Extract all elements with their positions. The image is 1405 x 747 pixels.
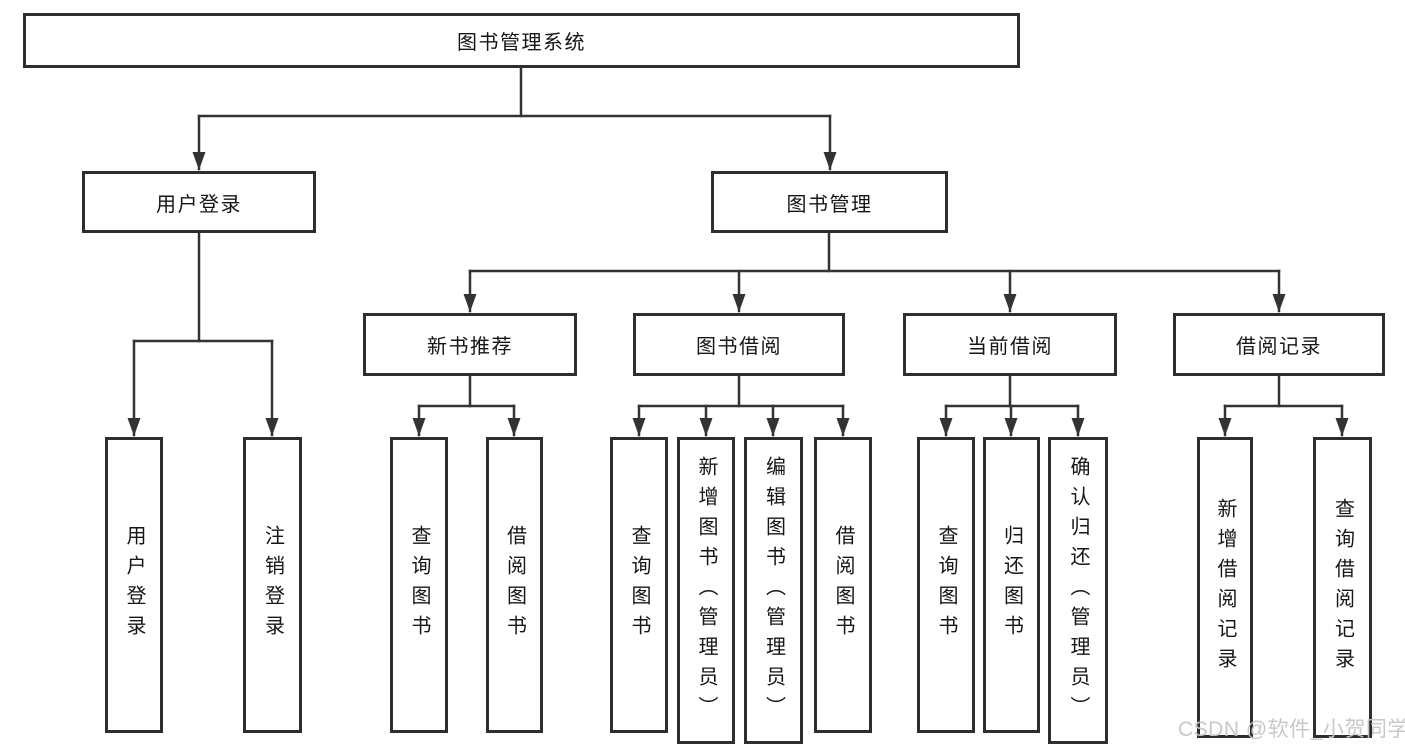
node-book-management: 图书管理 <box>711 171 948 233</box>
node-root-label: 图书管理系统 <box>457 32 586 54</box>
leaf-confirm-return-admin-label: 确认归还（管理员） <box>1067 455 1089 726</box>
leaf-borrow-books: 借阅图书 <box>814 437 872 733</box>
leaf-return-books-label: 归还图书 <box>1000 525 1023 645</box>
leaf-return-books: 归还图书 <box>983 437 1040 733</box>
leaf-logout: 注销登录 <box>243 437 302 733</box>
node-book-borrow: 图书借阅 <box>633 313 845 376</box>
leaf-add-books-admin-label: 新增图书（管理员） <box>695 455 717 726</box>
leaf-query-books-borrow: 查询图书 <box>610 437 668 733</box>
leaf-add-borrow-record-label: 新增借阅记录 <box>1214 497 1236 678</box>
node-current-borrow: 当前借阅 <box>903 313 1117 376</box>
leaf-add-books-admin: 新增图书（管理员） <box>677 437 735 744</box>
node-current-borrow-label: 当前借阅 <box>967 336 1053 358</box>
leaf-borrow-books-label: 借阅图书 <box>832 525 854 645</box>
node-user-login-label: 用户登录 <box>156 193 242 216</box>
leaf-query-borrow-record-label: 查询借阅记录 <box>1331 497 1354 678</box>
leaf-query-books-current-label: 查询图书 <box>935 525 957 645</box>
leaf-logout-label: 注销登录 <box>261 525 284 645</box>
node-new-book-recommend: 新书推荐 <box>363 313 577 376</box>
node-user-login: 用户登录 <box>82 171 316 233</box>
leaf-user-login-label: 用户登录 <box>123 525 145 645</box>
leaf-edit-books-admin: 编辑图书（管理员） <box>744 437 803 744</box>
node-borrow-records-label: 借阅记录 <box>1236 336 1322 358</box>
leaf-query-books-recommend-label: 查询图书 <box>408 525 430 645</box>
leaf-query-borrow-record: 查询借阅记录 <box>1313 437 1372 738</box>
node-root: 图书管理系统 <box>23 13 1020 68</box>
node-book-borrow-label: 图书借阅 <box>696 336 782 358</box>
node-book-management-label: 图书管理 <box>786 193 873 216</box>
leaf-edit-books-admin-label: 编辑图书（管理员） <box>762 455 785 726</box>
node-borrow-records: 借阅记录 <box>1173 313 1385 376</box>
leaf-add-borrow-record: 新增借阅记录 <box>1197 437 1253 738</box>
leaf-query-books-current: 查询图书 <box>917 437 975 733</box>
leaf-query-books-borrow-label: 查询图书 <box>628 525 650 645</box>
node-new-book-recommend-label: 新书推荐 <box>427 336 513 358</box>
watermark: CSDN @软件_小贺同学 <box>1178 718 1405 741</box>
leaf-query-books-recommend: 查询图书 <box>390 437 448 733</box>
leaf-borrow-books-recommend-label: 借阅图书 <box>503 525 526 645</box>
leaf-borrow-books-recommend: 借阅图书 <box>486 437 543 733</box>
leaf-user-login: 用户登录 <box>105 437 163 733</box>
leaf-confirm-return-admin: 确认归还（管理员） <box>1048 437 1108 744</box>
